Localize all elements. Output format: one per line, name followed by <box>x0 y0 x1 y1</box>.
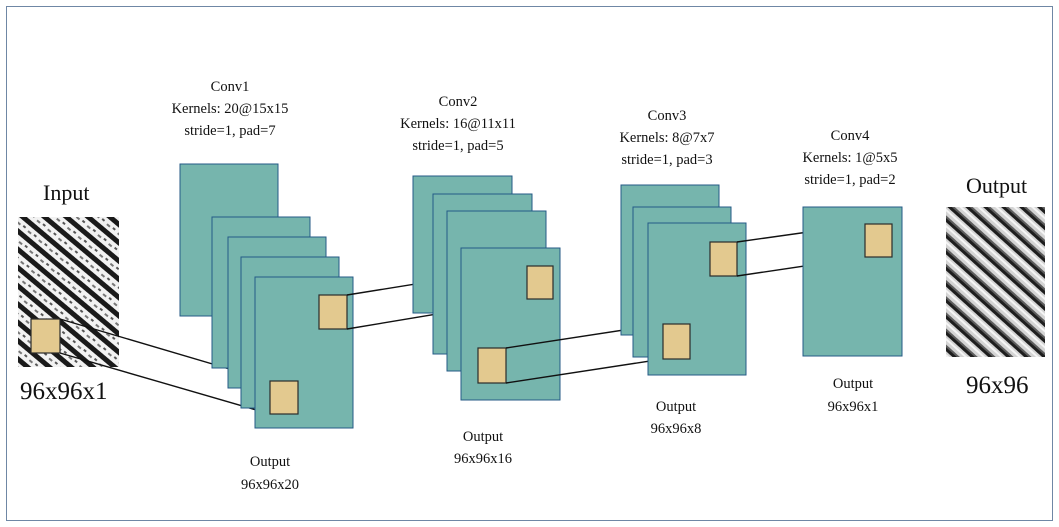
conv4-label: Conv4 Kernels: 1@5x5 stride=1, pad=2 <box>802 128 897 188</box>
conv4-params: stride=1, pad=2 <box>804 172 895 188</box>
conv3-output-size: 96x96x8 <box>651 421 702 437</box>
conv2-label: Conv2 Kernels: 16@11x11 stride=1, pad=5 <box>400 94 516 154</box>
conv3-input-patch <box>662 323 691 360</box>
conv2-params: stride=1, pad=5 <box>412 138 503 154</box>
conv3-kernel-patch <box>709 241 738 277</box>
conv1-input-patch <box>269 380 299 415</box>
connector-line <box>59 352 271 415</box>
conv1-output-label: Output <box>250 454 290 470</box>
conv1-kernel-patch <box>318 294 348 330</box>
conv3-params: stride=1, pad=3 <box>621 152 712 168</box>
conv2-kernel-patch <box>477 347 507 384</box>
conv4-output-label: Output <box>833 376 873 392</box>
conv1-label: Conv1 Kernels: 20@15x15 stride=1, pad=7 <box>172 79 289 139</box>
conv3-name: Conv3 <box>648 108 687 124</box>
conv4-name: Conv4 <box>831 128 870 144</box>
conv2-kernels: Kernels: 16@11x11 <box>400 116 516 132</box>
output-title: Output <box>966 173 1027 198</box>
conv1-params: stride=1, pad=7 <box>184 123 275 139</box>
conv4-kernels: Kernels: 1@5x5 <box>802 150 897 166</box>
output-image <box>946 207 1045 357</box>
conv3-output-label: Output <box>656 399 696 415</box>
input-title: Input <box>43 180 89 205</box>
conv3-label: Conv3 Kernels: 8@7x7 stride=1, pad=3 <box>619 108 714 168</box>
conv1-output-size: 96x96x20 <box>241 477 299 493</box>
conv3-kernels: Kernels: 8@7x7 <box>619 130 714 146</box>
conv2-name: Conv2 <box>439 94 478 110</box>
output-size-label: 96x96 <box>966 372 1029 399</box>
input-kernel-patch <box>30 318 61 354</box>
conv4-output-size: 96x96x1 <box>828 399 879 415</box>
conv1-name: Conv1 <box>211 79 250 95</box>
conv2-output-label: Output <box>463 429 503 445</box>
conv4-input-patch <box>864 223 893 258</box>
connector-line <box>505 358 664 384</box>
conv1-kernels: Kernels: 20@15x15 <box>172 101 289 117</box>
input-size-label: 96x96x1 <box>20 378 108 405</box>
conv2-input-patch <box>526 265 554 300</box>
conv2-output-size: 96x96x16 <box>454 451 512 467</box>
